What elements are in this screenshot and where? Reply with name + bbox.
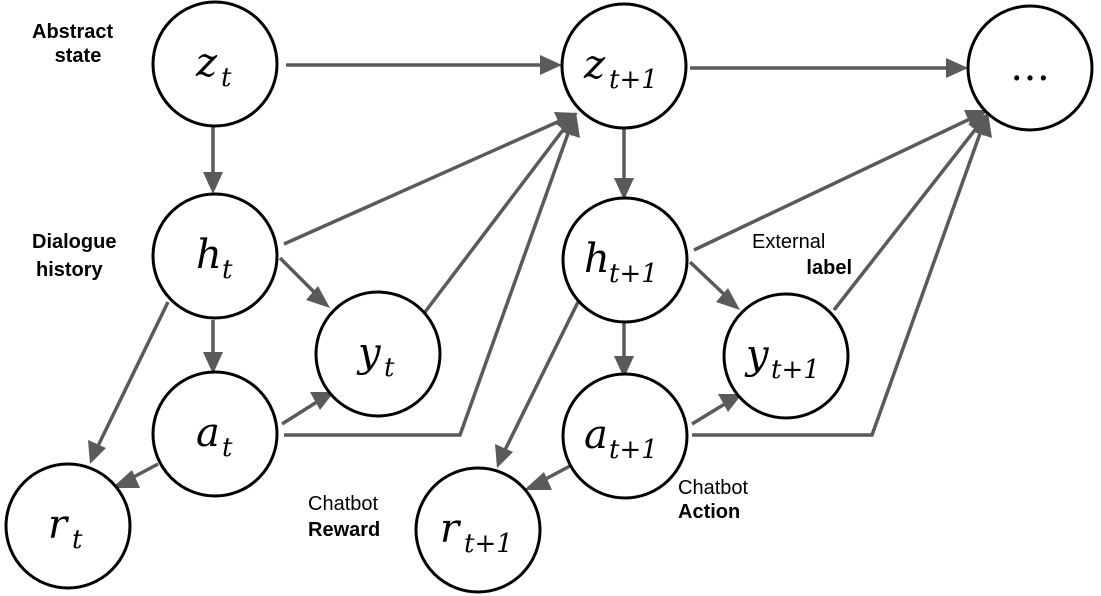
arrowhead-at1-to-rt1 [524, 472, 552, 490]
arrowhead-ht-to-at [203, 352, 223, 374]
node-z-t-sub: t [221, 63, 232, 93]
node-a-t1: a t+1 [561, 372, 689, 500]
node-h-t-circle [151, 192, 279, 320]
edge-yt-to-zt1 [423, 124, 568, 314]
chatbot-action-label-line1: Chatbot [678, 477, 748, 499]
abstract-state-label-line1: Abstract [32, 21, 113, 43]
arrowhead-zt1-to-dots [946, 58, 968, 78]
chatbot-action-label-line2: Action [678, 501, 740, 523]
edges [88, 55, 992, 490]
node-h-t1-sub: t+1 [609, 259, 658, 289]
edge-ht1-to-rt1 [502, 301, 580, 453]
arrowhead-at1-to-dots [974, 112, 992, 138]
arrowhead-at-to-rt [112, 470, 140, 488]
node-a-t-sub: t [222, 433, 233, 463]
labels: Abstract state Dialogue history External… [32, 21, 852, 541]
arrowhead-at1-to-yt1 [718, 394, 742, 412]
external-label-line2: label [806, 257, 852, 279]
node-z-t1-sub: t+1 [609, 65, 658, 95]
node-r-t1-sub: t+1 [464, 529, 513, 559]
chatbot-reward-label-line2: Reward [308, 519, 380, 541]
node-r-t1-main: r [440, 506, 462, 552]
node-a-t1-circle [561, 372, 689, 500]
edge-ht-to-rt [95, 301, 170, 449]
edge-at1-to-dots [692, 127, 984, 437]
node-h-t: h t [151, 192, 279, 320]
node-r-t-circle [4, 462, 132, 590]
node-h-t1-main: h [584, 236, 610, 282]
node-y-t-circle [314, 290, 442, 418]
dialogue-history-label-line1: Dialogue [32, 231, 116, 253]
arrowhead-at-to-yt [310, 392, 334, 410]
node-z-t: z t [151, 0, 279, 128]
node-dots: … [966, 4, 1094, 132]
node-r-t: r t [4, 462, 132, 590]
external-label-line1: External [752, 231, 825, 253]
node-h-t1-circle [561, 196, 689, 324]
edge-ht-to-yt [278, 256, 320, 298]
node-r-t1-circle [414, 466, 542, 594]
node-a-t1-main: a [584, 412, 608, 458]
node-r-t1: r t+1 [414, 466, 542, 594]
node-z-t1: z t+1 [560, 2, 688, 130]
edge-at1-to-yt1 [691, 400, 729, 426]
arrowhead-ht-to-rt [88, 440, 106, 464]
arrowhead-zt-to-zt1 [540, 55, 562, 75]
node-y-t1-circle [722, 292, 850, 420]
node-a-t: a t [151, 370, 279, 498]
node-dots-text: … [1010, 44, 1050, 90]
edge-ht1-to-dots [693, 116, 973, 252]
arrowhead-ht1-to-at1 [614, 356, 634, 378]
node-z-t1-main: z [583, 42, 606, 88]
node-h-t-main: h [196, 232, 222, 278]
node-y-t: y t [314, 290, 442, 418]
node-h-t-sub: t [222, 255, 233, 285]
edge-at-to-zt1 [284, 127, 572, 437]
node-r-t-main: r [48, 502, 70, 548]
node-a-t-circle [151, 370, 279, 498]
node-dots-circle [966, 4, 1094, 132]
node-a-t1-sub: t+1 [609, 435, 658, 465]
node-h-t1: h t+1 [561, 196, 689, 324]
edge-yt1-to-dots [832, 124, 980, 312]
node-z-t-circle [151, 0, 279, 128]
node-y-t-sub: t [384, 353, 395, 383]
nodes: z t z t+1 … h t h t+1 y t y [4, 0, 1094, 594]
node-y-t1-main: y [744, 332, 770, 378]
chatbot-reward-label-line1: Chatbot [308, 493, 378, 515]
node-z-t1-circle [560, 2, 688, 130]
node-y-t1-sub: t+1 [771, 355, 820, 385]
edge-ht1-to-yt1 [688, 260, 730, 300]
arrowhead-ht1-to-yt1 [716, 288, 740, 310]
arrowhead-zt-to-ht [203, 172, 223, 194]
edge-ht-to-zt1 [283, 118, 563, 246]
abstract-state-label-line2: state [55, 45, 102, 67]
arrowhead-ht1-to-rt1 [495, 444, 513, 468]
node-a-t-main: a [196, 410, 220, 456]
node-r-t-sub: t [72, 525, 83, 555]
arrowhead-ht-to-yt [306, 286, 330, 308]
node-y-t1: y t+1 [722, 292, 850, 420]
node-z-t-main: z [195, 40, 218, 86]
node-y-t-main: y [356, 330, 382, 376]
arrowhead-zt1-to-ht1 [614, 178, 634, 200]
dialogue-history-label-line2: history [36, 259, 104, 281]
arrowhead-at-to-zt1 [562, 112, 580, 138]
edge-at-to-yt [281, 398, 321, 426]
